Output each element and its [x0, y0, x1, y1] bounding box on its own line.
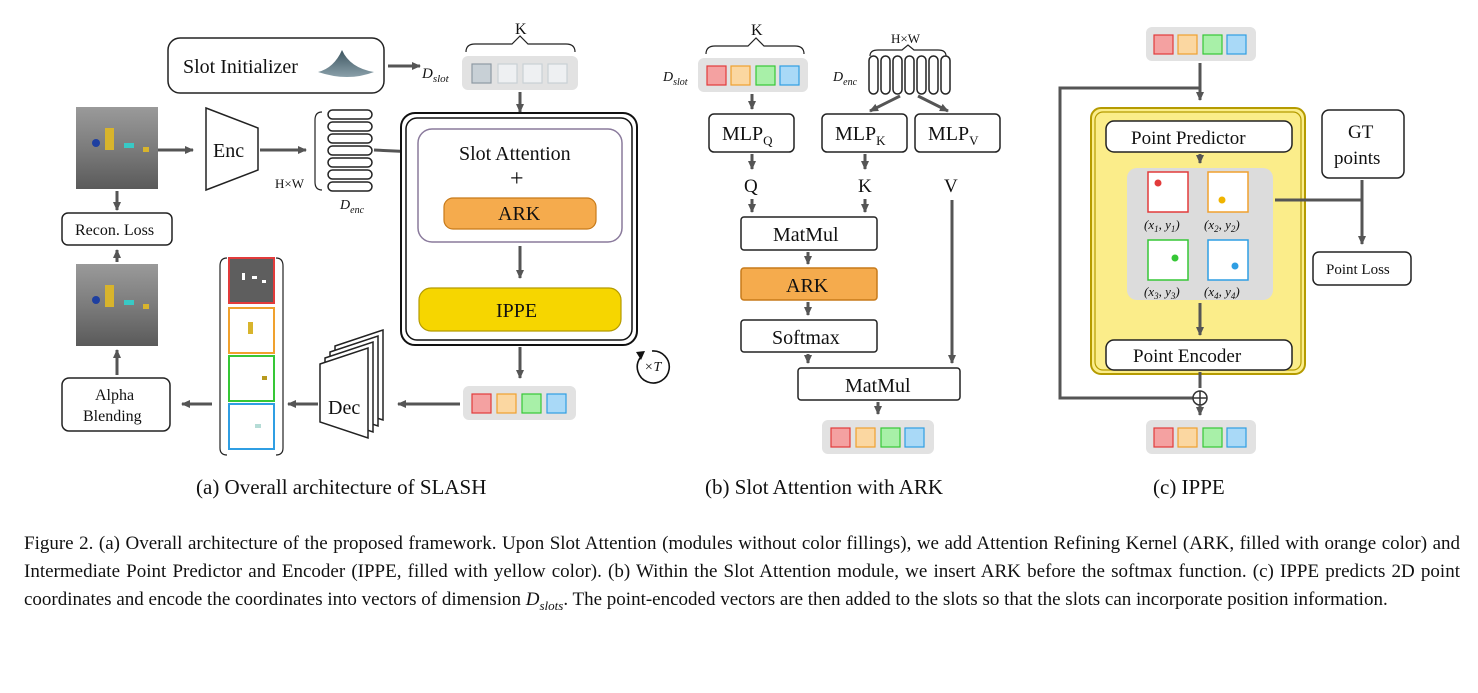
slot-initializer-box	[167, 37, 385, 94]
hw-label-b: H×W	[891, 31, 921, 46]
mlp-k-label: MLPK	[835, 123, 886, 148]
decoder-stack	[319, 328, 384, 440]
feature-map-stack	[327, 109, 373, 192]
k-brace	[465, 35, 576, 53]
alpha-blending-label-1: Alpha	[95, 387, 134, 404]
q-label: Q	[744, 176, 758, 197]
point-encoder-box	[1105, 339, 1293, 371]
iterate-label: ×T	[644, 360, 662, 375]
point-predictor-box	[1105, 120, 1293, 153]
matmul-box-1	[740, 216, 878, 251]
mlp-v-label: MLPV	[928, 123, 979, 148]
recon-loss-box	[61, 212, 173, 246]
coord-label-1: (x1, y1)	[1144, 217, 1180, 234]
point-encoder-label: Point Encoder	[1133, 346, 1242, 367]
panel-b: K Dslot H×W Denc MLPQ MLPK MLPV Q K	[662, 22, 1001, 499]
initial-slot	[497, 63, 518, 84]
matmul-label-1: MatMul	[773, 224, 839, 246]
reconstructed-image	[76, 264, 158, 346]
figure-2-diagram: Slot Initializer Dslot K Enc	[61, 21, 1412, 499]
point-predictor-label: Point Predictor	[1131, 128, 1246, 149]
caption-text-b: . The point-encoded vectors are then add…	[563, 589, 1388, 610]
ark-box-b	[740, 267, 878, 301]
alpha-blending-label-2: Blending	[83, 408, 142, 425]
softmax-label: Softmax	[772, 327, 840, 349]
encoder-trapezoid	[205, 106, 259, 192]
gaussian-icon	[318, 50, 374, 77]
alpha-blending-box	[61, 377, 171, 432]
k-label-b: K	[751, 22, 763, 39]
slot-initializer-label: Slot Initializer	[183, 56, 298, 78]
mlp-v-box	[914, 113, 1001, 153]
d-slot-label: Dslot	[421, 66, 450, 85]
k-label-mid: K	[858, 176, 872, 197]
mlp-k-box	[821, 113, 908, 153]
caption-b: (b) Slot Attention with ARK	[705, 475, 943, 499]
caption-label: Figure 2.	[24, 533, 94, 554]
ark-box-a	[443, 197, 597, 230]
initial-slot	[547, 63, 568, 84]
iterate-icon	[636, 350, 671, 384]
mlp-q-box	[708, 113, 795, 153]
panel-a: Slot Initializer Dslot K Enc	[61, 21, 671, 499]
feature-tokens-b	[868, 55, 951, 95]
decoded-slot-images	[228, 257, 275, 450]
caption-c: (c) IPPE	[1153, 475, 1225, 499]
coord-label-2: (x2, y2)	[1204, 217, 1240, 234]
matmul-label-2: MatMul	[845, 375, 911, 397]
point-loss-label: Point Loss	[1326, 262, 1390, 278]
gt-points-label-1: GT	[1348, 122, 1374, 143]
d-enc-label-b: Denc	[832, 70, 858, 88]
hw-label-a: H×W	[275, 176, 305, 191]
ippe-box-a	[418, 287, 622, 332]
slot-attention-label: Slot Attention	[459, 143, 571, 165]
caption-text-a: (a) Overall architecture of the proposed…	[24, 533, 1460, 610]
ark-label-a: ARK	[498, 203, 541, 225]
caption-a: (a) Overall architecture of SLASH	[196, 475, 486, 499]
point-loss-box	[1312, 251, 1412, 286]
v-label: V	[944, 176, 958, 197]
plus-sign: +	[510, 166, 524, 192]
mlp-q-label: MLPQ	[722, 123, 773, 148]
gt-points-box	[1321, 109, 1405, 179]
coord-label-4: (x4, y4)	[1204, 284, 1240, 301]
ark-label-b: ARK	[786, 275, 829, 297]
k-label-a: K	[515, 21, 527, 38]
caption-math: Dslots	[525, 589, 564, 613]
d-slot-label-b: Dslot	[662, 70, 688, 88]
ippe-label-a: IPPE	[496, 300, 537, 322]
softmax-box	[740, 319, 878, 353]
gt-points-label-2: points	[1334, 148, 1380, 169]
enc-label: Enc	[213, 140, 244, 162]
coord-label-3: (x3, y3)	[1144, 284, 1180, 301]
initial-slot	[522, 63, 543, 84]
panel-c: Point Predictor (x1, y1) (x2, y2) (x3, y…	[1058, 27, 1412, 499]
input-image	[76, 107, 158, 189]
dec-label: Dec	[328, 397, 360, 419]
d-enc-label-a: Denc	[339, 198, 365, 216]
figure-caption: Figure 2. (a) Overall architecture of th…	[24, 530, 1460, 620]
recon-loss-label: Recon. Loss	[75, 222, 154, 239]
initial-slot	[471, 63, 492, 84]
matmul-box-2	[797, 367, 961, 401]
